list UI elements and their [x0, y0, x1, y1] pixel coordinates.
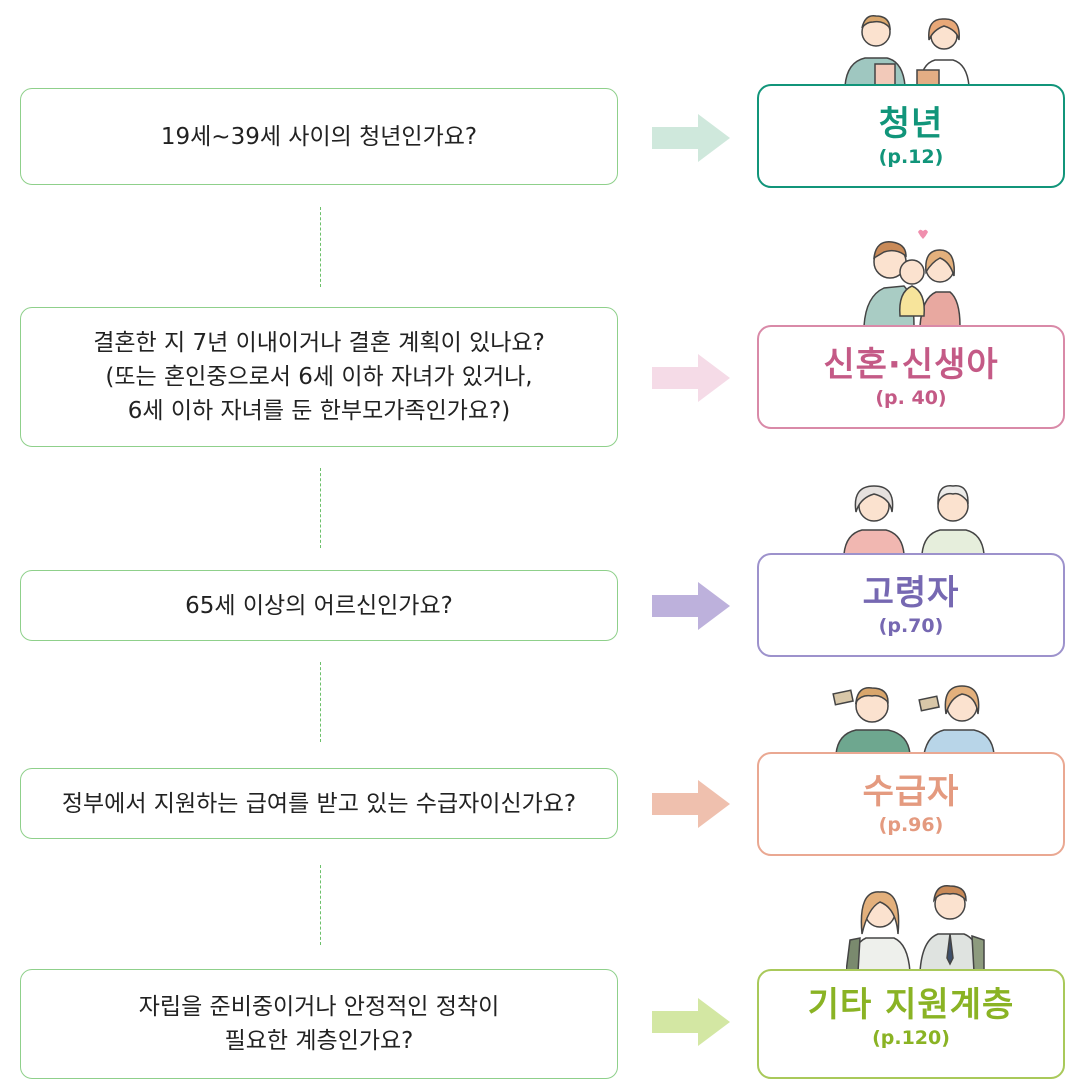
question-text: 19세~39세 사이의 청년인가요?	[160, 123, 478, 150]
arrow-right-icon	[652, 998, 730, 1046]
dashed-connector	[320, 865, 321, 945]
question-box-newlywed: 결혼한 지 7년 이내이거나 결혼 계획이 있나요? (또는 혼인중으로서 6세…	[20, 307, 618, 447]
students-with-backpacks-icon	[846, 885, 985, 972]
category-newlywed[interactable]: 신혼·신생아 (p. 40)	[757, 325, 1065, 429]
category-page: (p.12)	[878, 146, 944, 168]
question-box-recipient: 정부에서 지원하는 급여를 받고 있는 수급자이신가요?	[20, 768, 618, 839]
dashed-connector	[320, 468, 321, 548]
people-holding-cards-icon	[832, 685, 995, 754]
category-title: 기타 지원계층	[807, 985, 1015, 1025]
category-page: (p. 40)	[875, 387, 947, 409]
elderly-couple-icon	[843, 485, 985, 554]
dashed-connector	[320, 662, 321, 742]
family-with-baby-icon	[863, 229, 961, 326]
category-page: (p.96)	[878, 814, 944, 836]
category-youth[interactable]: 청년 (p.12)	[757, 84, 1065, 188]
arrow-right-icon	[652, 780, 730, 828]
category-title: 청년	[878, 104, 944, 144]
category-title: 수급자	[862, 772, 960, 812]
category-title: 고령자	[862, 573, 960, 613]
question-text: 자립을 준비중이거나 안정적인 정착이 필요한 계층인가요?	[138, 994, 500, 1054]
question-box-elderly: 65세 이상의 어르신인가요?	[20, 570, 618, 641]
question-box-other: 자립을 준비중이거나 안정적인 정착이 필요한 계층인가요?	[20, 969, 618, 1079]
category-other[interactable]: 기타 지원계층 (p.120)	[757, 969, 1065, 1079]
category-title: 신혼·신생아	[823, 345, 999, 385]
category-page: (p.120)	[872, 1027, 950, 1049]
young-adults-with-books-icon	[844, 15, 970, 86]
question-box-youth: 19세~39세 사이의 청년인가요?	[20, 88, 618, 185]
arrow-right-icon	[652, 582, 730, 630]
question-text: 65세 이상의 어르신인가요?	[185, 592, 453, 619]
category-elderly[interactable]: 고령자 (p.70)	[757, 553, 1065, 657]
dashed-connector	[320, 207, 321, 287]
question-text: 결혼한 지 7년 이내이거나 결혼 계획이 있나요? (또는 혼인중으로서 6세…	[93, 330, 545, 424]
question-text: 정부에서 지원하는 급여를 받고 있는 수급자이신가요?	[61, 790, 577, 817]
category-recipient[interactable]: 수급자 (p.96)	[757, 752, 1065, 856]
arrow-right-icon	[652, 114, 730, 162]
arrow-right-icon	[652, 354, 730, 402]
category-page: (p.70)	[878, 615, 944, 637]
